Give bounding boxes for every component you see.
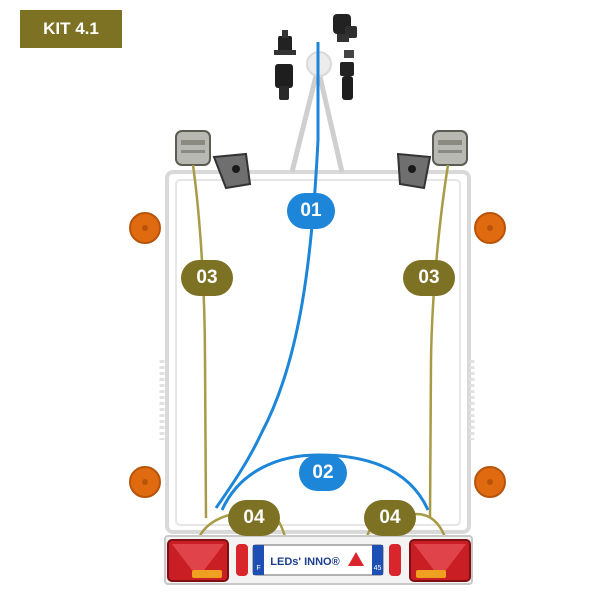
kit-label: KIT 4.1 [20,10,122,48]
rear-combination-lamp-icon [167,539,471,582]
plate-dept-code: 45 [374,565,382,572]
reflector-icon [236,544,401,576]
front-position-lamp-icon [175,130,468,166]
side-marker-lamp-icon [129,212,506,498]
plug-connector-icon [274,14,357,100]
cable-label-04-right: 04 [364,500,416,536]
plate-country-code: F [256,565,260,572]
license-plate: F 45 LEDs' INNO® [252,544,384,576]
trailer-frame [159,170,475,534]
plate-brand-text: LEDs' INNO® [270,556,339,568]
cable-label-04-left: 04 [228,500,280,536]
warning-triangle-icon [348,552,364,566]
cable-label-03-right: 03 [403,260,455,296]
mounting-bracket-icon [212,152,432,190]
cable-label-01: 01 [287,193,335,229]
cable-label-02: 02 [299,455,347,491]
cable-label-03-left: 03 [181,260,233,296]
